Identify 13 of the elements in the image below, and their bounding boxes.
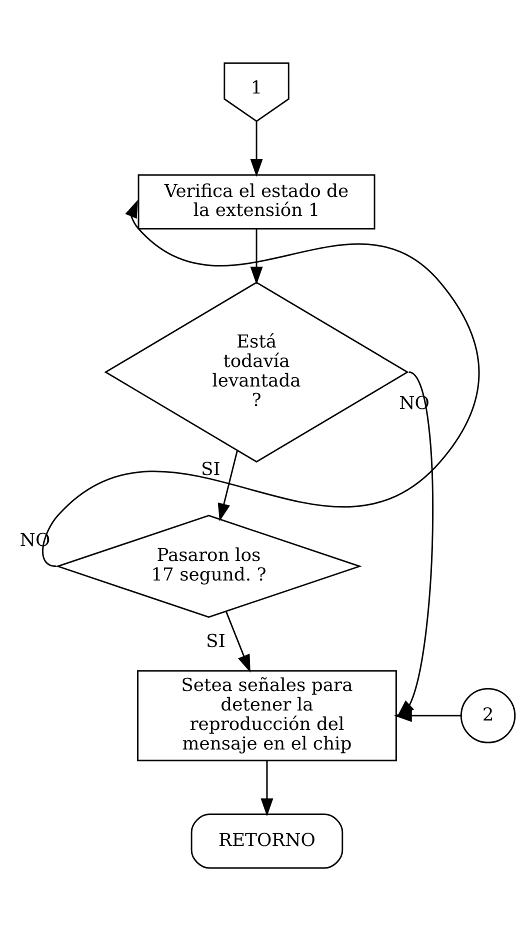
node-diamond: Pasaron los 17 segund. ? (56, 514, 362, 618)
node-circle: 2 (460, 688, 516, 744)
arrow (394, 709, 462, 722)
arrow (225, 611, 250, 673)
edge-label: SI (206, 631, 226, 652)
node-box: RETORNO (190, 814, 344, 869)
node-box: Setea señales para detener la reproducción del mensaje en el chip (137, 670, 397, 762)
arrow (42, 200, 480, 567)
arrow (260, 760, 274, 816)
arrow (250, 122, 263, 177)
node-box: Verifica el estado de la extensión 1 (138, 174, 376, 230)
arrow (218, 450, 238, 522)
arrow (250, 228, 263, 285)
